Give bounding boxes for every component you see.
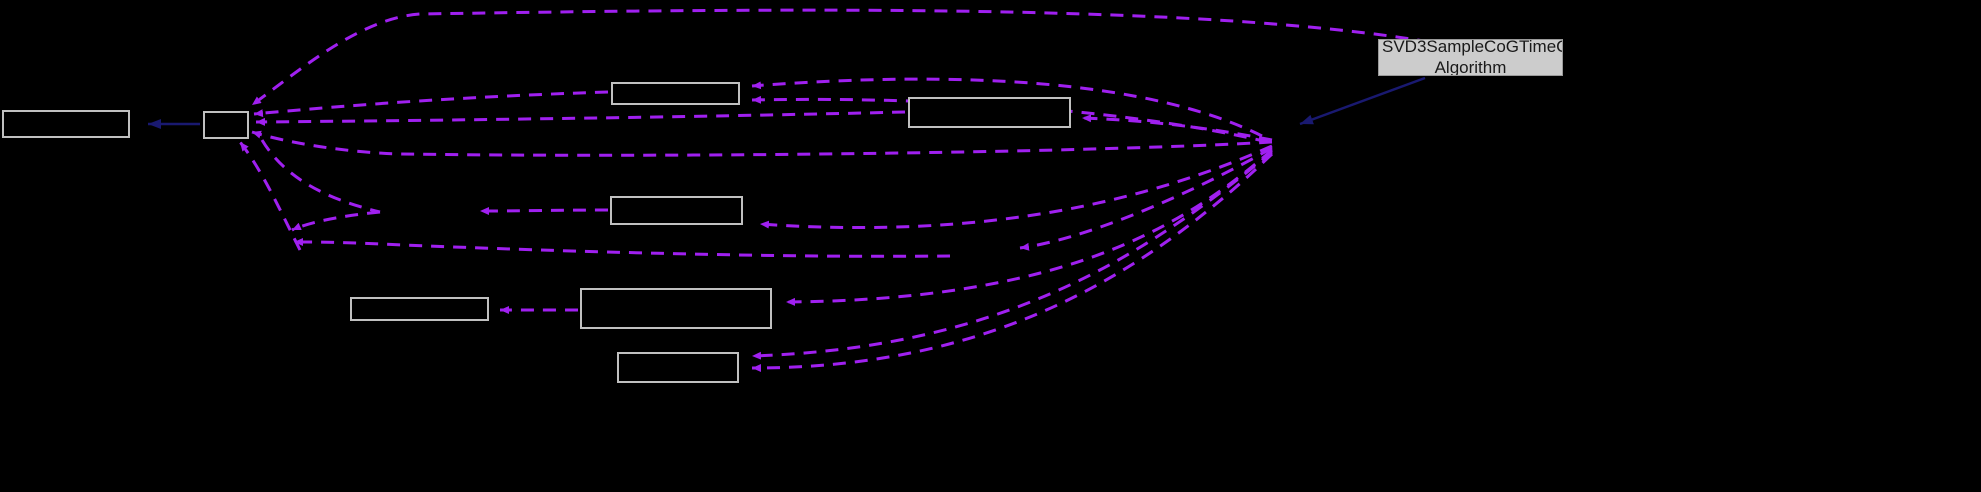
edge-highlight-to-left-hub: [1299, 76, 1426, 126]
node-center[interactable]: [610, 196, 743, 225]
node-upper-right[interactable]: [908, 97, 1071, 128]
edge-hub-mid-dashed: [253, 90, 609, 118]
edge-lower-tail: [1019, 146, 1273, 251]
edge-center-out: [759, 144, 1273, 229]
node-label: SVD3SampleCoGTimeCalibration Algorithm: [1382, 39, 1562, 76]
edge-hub-from-below: [238, 141, 302, 251]
node-bottom[interactable]: [617, 352, 739, 383]
edge-lower-mid-in: [785, 148, 1273, 306]
node-lower-mid[interactable]: [580, 288, 772, 329]
edge-hub-upper: [255, 110, 906, 126]
edge-hub-long-flat: [251, 130, 1273, 157]
node-top-mid[interactable]: [611, 82, 740, 105]
node-left-hub[interactable]: [203, 111, 249, 139]
node-lower-left[interactable]: [350, 297, 489, 321]
edge-hub-descend: [260, 139, 381, 214]
edge-top-long-dashed: [251, 8, 1431, 107]
edge-bottom-in-a: [751, 150, 1273, 360]
edge-upper-right-in: [1081, 114, 1273, 142]
edge-center-in: [479, 206, 609, 215]
edge-stray-arrow-upper: [291, 210, 381, 232]
node-far-left[interactable]: [2, 110, 130, 138]
edge-bottom-in-b: [751, 152, 1274, 372]
edge-stray-arrow-lower: [293, 238, 951, 258]
node-svd3samplecogtimecalibrationalgorithm[interactable]: SVD3SampleCoGTimeCalibration Algorithm: [1378, 39, 1563, 76]
